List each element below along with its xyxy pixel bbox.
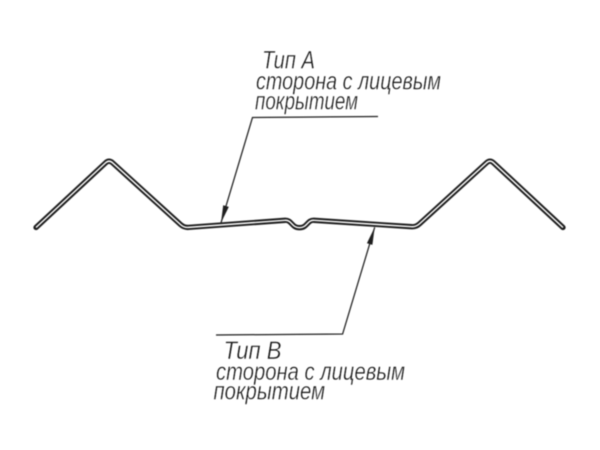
svg-text:покрытием: покрытием: [214, 377, 326, 405]
svg-text:Тип А: Тип А: [262, 47, 315, 75]
svg-text:сторона с лицевым: сторона с лицевым: [216, 358, 405, 386]
svg-text:Тип В: Тип В: [224, 337, 282, 365]
svg-text:покрытием: покрытием: [255, 87, 358, 115]
svg-text:сторона с лицевым: сторона с лицевым: [256, 67, 441, 95]
